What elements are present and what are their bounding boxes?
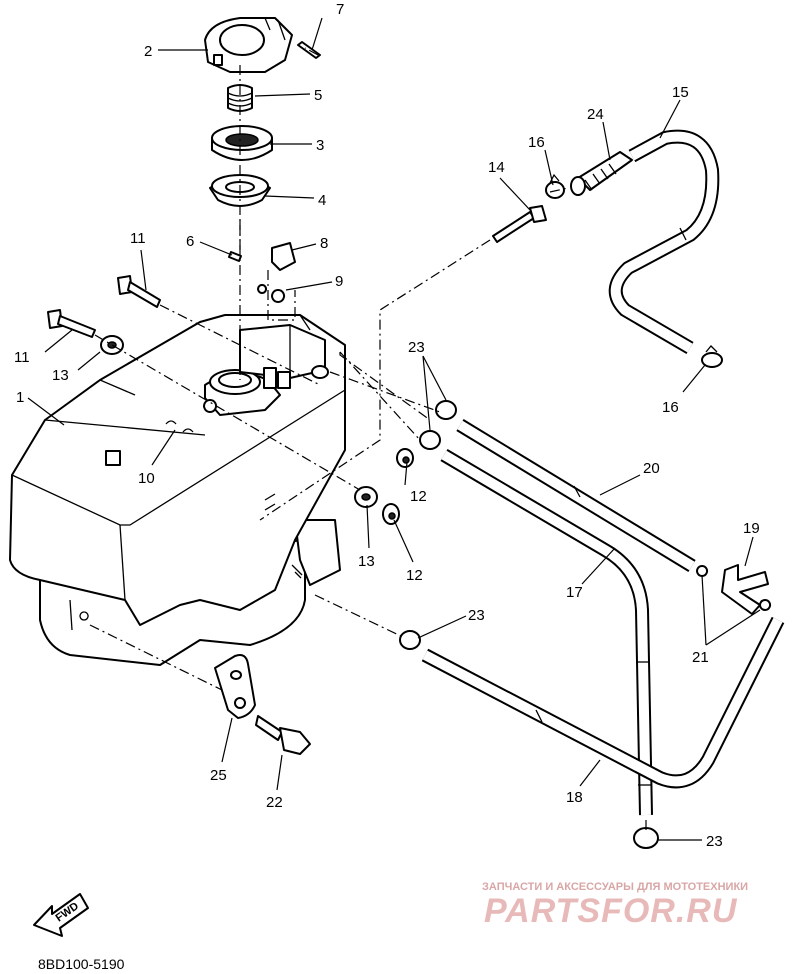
bracket <box>214 654 256 719</box>
bolt <box>47 309 96 338</box>
fwd-arrow-icon: FWD <box>33 893 89 937</box>
pin <box>297 41 321 59</box>
callout-24: 24 <box>587 106 604 123</box>
grommet <box>382 503 400 525</box>
callout-16b: 16 <box>662 399 679 416</box>
callout-11b: 11 <box>14 349 30 366</box>
callout-22: 22 <box>266 794 283 811</box>
callout-13b: 13 <box>358 553 375 570</box>
callout-19: 19 <box>743 520 760 537</box>
spring <box>227 84 253 112</box>
callout-2: 2 <box>144 43 152 60</box>
small-fasteners <box>165 242 296 433</box>
filler-neck <box>203 369 281 416</box>
grommet <box>396 448 414 468</box>
sender-unit <box>239 324 329 389</box>
svg-text:PARTSFOR.RU: PARTSFOR.RU <box>484 892 738 930</box>
callout-18: 18 <box>566 789 583 806</box>
callout-17: 17 <box>566 584 583 601</box>
callout-15: 15 <box>672 84 689 101</box>
callout-5: 5 <box>314 87 322 104</box>
leader-lines <box>27 17 761 841</box>
hose-bolt <box>492 205 547 243</box>
washer <box>100 335 124 355</box>
callout-11a: 11 <box>130 230 146 247</box>
callout-20: 20 <box>643 460 660 477</box>
hose-clamp <box>545 173 565 199</box>
callout-labels: 1 2 3 4 5 6 7 8 9 10 11 11 12 12 13 13 1… <box>14 1 760 850</box>
svg-text:ЗАПЧАСТИ И АКСЕССУАРЫ ДЛЯ МОТО: ЗАПЧАСТИ И АКСЕССУАРЫ ДЛЯ МОТОТЕХНИКИ <box>482 881 748 893</box>
callout-9: 9 <box>335 273 343 290</box>
hose-clamp <box>399 400 659 849</box>
callout-10: 10 <box>138 470 155 487</box>
callout-12a: 12 <box>410 488 427 505</box>
bolt <box>117 275 161 308</box>
callout-13a: 13 <box>52 367 69 384</box>
t-fitting <box>721 564 769 615</box>
callout-25: 25 <box>210 767 227 784</box>
bracket-bolt <box>255 715 311 755</box>
hose-fitting <box>570 151 633 196</box>
callout-1: 1 <box>16 389 24 406</box>
callout-16a: 16 <box>528 134 545 151</box>
cap-gasket <box>211 125 273 161</box>
assembly-lines <box>89 47 647 832</box>
breather-hose <box>608 129 720 355</box>
callout-7: 7 <box>336 1 344 18</box>
hose-clamp <box>701 345 723 368</box>
fuel-cap <box>204 17 293 73</box>
watermark-logo: ЗАПЧАСТИ И АКСЕССУАРЫ ДЛЯ МОТОТЕХНИКИ PA… <box>482 881 748 930</box>
callout-14: 14 <box>488 159 505 176</box>
callout-23a: 23 <box>408 339 425 356</box>
diagram-code: 8BD100-5190 <box>38 956 125 972</box>
callout-23c: 23 <box>706 833 723 850</box>
drain-hose-17 <box>440 448 653 816</box>
washer <box>354 486 378 508</box>
callout-12b: 12 <box>406 567 423 584</box>
callout-21: 21 <box>692 649 709 666</box>
drain-hose-18 <box>421 616 785 789</box>
callout-23b: 23 <box>468 607 485 624</box>
callout-8: 8 <box>320 235 328 252</box>
callout-3: 3 <box>316 137 324 154</box>
drain-hose-20 <box>456 419 696 572</box>
callout-4: 4 <box>318 192 326 209</box>
callout-6: 6 <box>186 233 194 250</box>
